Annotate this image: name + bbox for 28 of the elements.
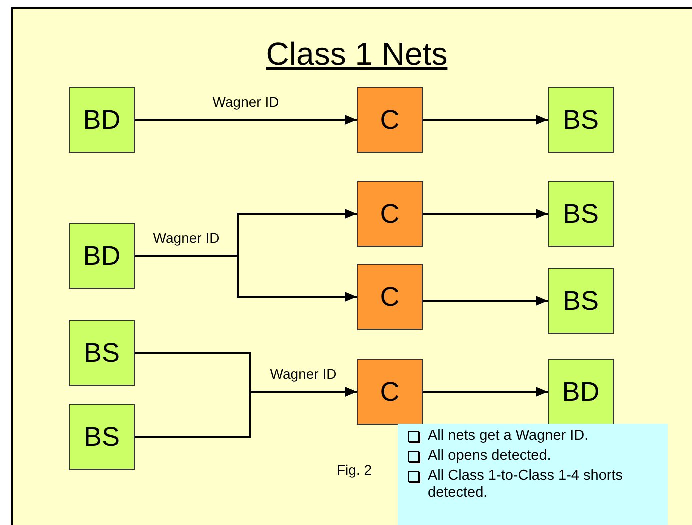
figure-caption: Fig. 2 bbox=[337, 462, 372, 478]
edge-label: Wagner ID bbox=[151, 230, 222, 246]
bullet-text: All Class 1-to-Class 1-4 shorts detected. bbox=[428, 468, 624, 502]
note-panel bbox=[398, 424, 668, 525]
block-box: BS bbox=[69, 320, 135, 386]
edge-label: Wagner ID bbox=[268, 366, 339, 382]
block-box: BD bbox=[69, 223, 135, 289]
edge-label: Wagner ID bbox=[210, 94, 282, 110]
arrow bbox=[423, 296, 548, 306]
block-box: BS bbox=[548, 87, 614, 153]
block-box: BD bbox=[69, 87, 135, 153]
title: Class 1 Nets bbox=[265, 36, 449, 73]
block-box: BD bbox=[548, 359, 614, 425]
arrow bbox=[135, 387, 357, 438]
block-box: BS bbox=[69, 404, 135, 470]
component-box: C bbox=[357, 181, 423, 247]
block-box: BS bbox=[548, 268, 614, 334]
arrow bbox=[423, 115, 548, 125]
arrow bbox=[423, 209, 548, 219]
arrow bbox=[135, 115, 357, 125]
bullet-text: All nets get a Wagner ID. bbox=[428, 428, 589, 445]
component-box: C bbox=[357, 359, 423, 425]
arrow bbox=[135, 255, 357, 302]
block-box: BS bbox=[548, 181, 614, 247]
component-box: C bbox=[357, 87, 423, 153]
bullet-text: All opens detected. bbox=[428, 448, 552, 465]
component-box: C bbox=[357, 264, 423, 330]
arrow bbox=[423, 387, 548, 397]
